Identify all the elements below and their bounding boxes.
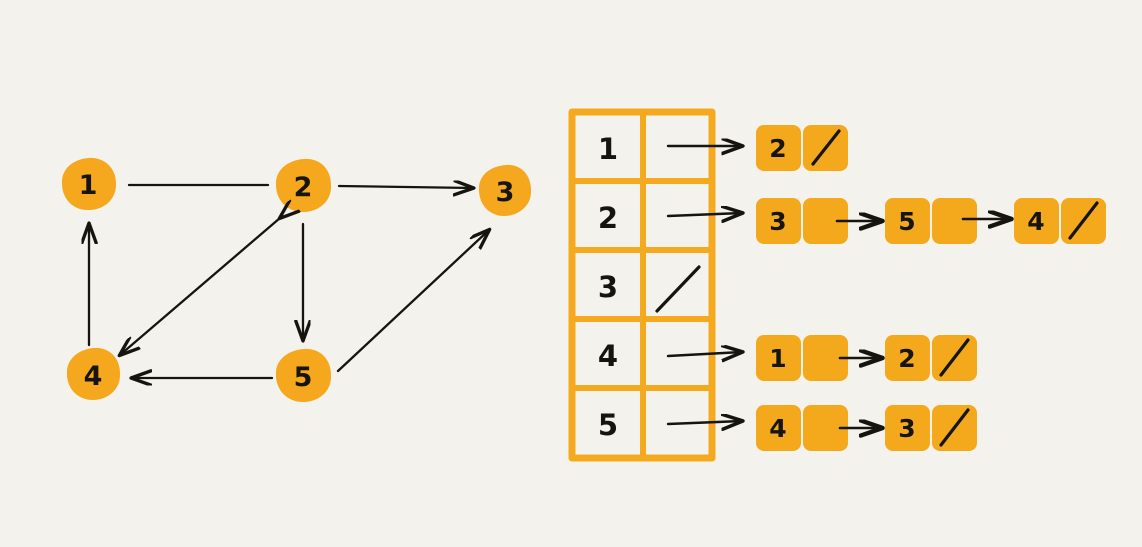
list-node-row4-1[interactable]: 2 [885, 335, 977, 381]
list-node-value: 5 [898, 207, 915, 236]
adjacency-table: 1 2 3 4 5 [568, 108, 742, 462]
adjacency-list-nodes: 2 3 5 4 [756, 125, 1106, 451]
graph-node-2-label: 2 [294, 172, 313, 203]
null-slash-icon [811, 129, 841, 166]
graph-node-4-label: 4 [84, 361, 103, 392]
edge-5-to-3 [336, 230, 489, 373]
table-pointer-arrow-4 [666, 352, 742, 356]
graph-node-4[interactable]: 4 [66, 347, 121, 400]
graph-node-2[interactable]: 2 [275, 158, 332, 212]
graph-edges [89, 185, 489, 378]
list-node-value: 2 [898, 344, 915, 373]
list-node-value: 4 [1027, 207, 1044, 236]
list-node-value: 3 [769, 207, 786, 236]
graph-node-3[interactable]: 3 [478, 164, 532, 216]
table-key-4: 4 [598, 339, 618, 373]
list-node-row5-1[interactable]: 3 [885, 405, 977, 451]
null-slash-icon [1068, 201, 1099, 240]
list-node-row5-0[interactable]: 4 [756, 405, 848, 451]
graph-node-1-label: 1 [79, 170, 98, 201]
table-key-1: 1 [598, 132, 618, 166]
table-key-5: 5 [598, 408, 618, 442]
list-node-value: 4 [769, 414, 786, 443]
table-key-2: 2 [598, 201, 618, 235]
graph-node-3-label: 3 [496, 177, 515, 208]
list-node-row4-0[interactable]: 1 [756, 335, 848, 381]
table-null-slash-3 [655, 265, 701, 313]
list-node-row1-0[interactable]: 2 [756, 125, 848, 171]
table-key-3: 3 [598, 270, 618, 304]
table-pointer-arrow-5 [666, 421, 742, 424]
list-node-value: 3 [898, 414, 915, 443]
graph-node-5-label: 5 [294, 362, 313, 393]
list-node-row2-1[interactable]: 5 [885, 198, 977, 244]
null-slash-icon [939, 408, 970, 447]
list-node-value: 2 [769, 134, 786, 163]
table-pointer-arrow-2 [666, 213, 742, 216]
graph-node-1[interactable]: 1 [61, 157, 117, 211]
list-node-row2-0[interactable]: 3 [756, 198, 848, 244]
edge-2-and-4-bidirectional [120, 218, 280, 355]
list-node-value: 1 [769, 344, 786, 373]
edge-2-to-3 [337, 186, 473, 188]
null-slash-icon [939, 338, 970, 377]
graph-nodes: 1 2 3 4 5 [61, 157, 532, 402]
list-node-row2-2[interactable]: 4 [1014, 198, 1106, 244]
graph-node-5[interactable]: 5 [275, 348, 332, 402]
